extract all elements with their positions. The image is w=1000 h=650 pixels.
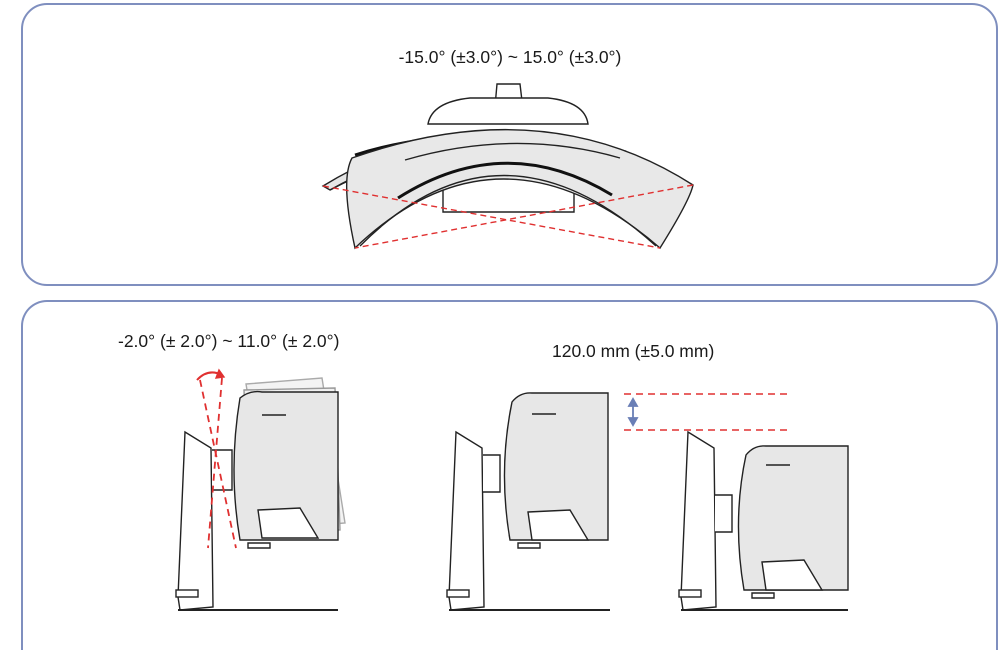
lowered-monitor: [737, 445, 849, 591]
tilt-monitor: [233, 390, 339, 541]
tilt-range-label: -2.0° (± 2.0°) ~ 11.0° (± 2.0°): [118, 331, 340, 351]
swivel-illustration: [321, 83, 694, 250]
height-illustration-raised: [446, 392, 610, 611]
height-illustration-lowered: [678, 430, 849, 611]
height-range-label: 120.0 mm (±5.0 mm): [552, 341, 715, 361]
swivel-range-label: -15.0° (±3.0°) ~ 15.0° (±3.0°): [398, 47, 622, 67]
tilt-illustration: [175, 368, 346, 611]
raised-monitor: [503, 392, 609, 541]
height-arrow-icon: [627, 397, 639, 427]
height-guides: [624, 393, 790, 431]
